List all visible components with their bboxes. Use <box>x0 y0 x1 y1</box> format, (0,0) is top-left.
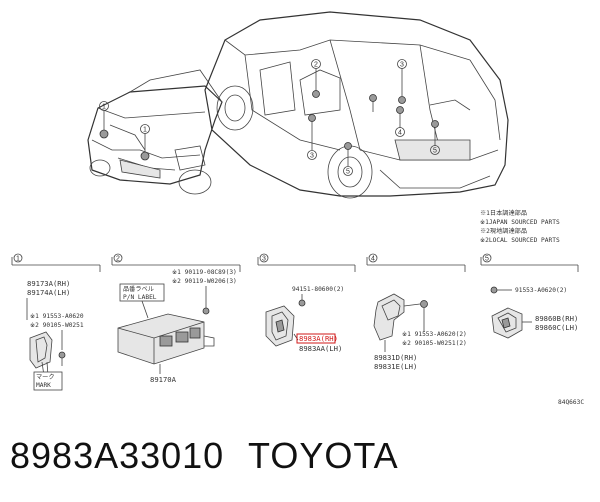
sensor-dot <box>140 151 150 161</box>
callout-number: 5 <box>346 169 350 176</box>
part-highlight-box <box>296 333 336 344</box>
sensor-dot <box>398 96 406 104</box>
callout-circle <box>307 150 317 160</box>
panel-number-circle <box>13 253 23 263</box>
mark-box <box>33 371 63 391</box>
bolt-number-local: ※2 90119-W0206(3) <box>172 278 237 285</box>
bolt-number-jp: ※1 90119-08C89(3) <box>172 269 237 276</box>
callout-number: 5 <box>433 148 437 155</box>
pn-label-jp: 品番ラベル <box>123 286 154 293</box>
sourced-parts-legend: ※1日本調達部品 ※1JAPAN SOURCED PARTS ※2現地調達部品 … <box>480 209 560 244</box>
figure-code: 84Q663C <box>558 399 584 406</box>
part-number: 89174A(LH) <box>27 288 70 297</box>
callout-number: 3 <box>400 62 404 69</box>
vehicle-illustration: 1 1 2 3 3 4 <box>87 11 509 199</box>
panel-number: 1 <box>16 256 20 263</box>
panel-number: 5 <box>485 256 489 263</box>
callout-circle <box>343 166 353 176</box>
part-number: 89173A(RH) <box>27 279 70 288</box>
callout-number: 1 <box>143 127 147 134</box>
sensor-dot <box>312 90 320 98</box>
bolt-number: 91553-A0620(2) <box>515 287 567 294</box>
mark-label-en: MARK <box>36 382 51 389</box>
legend-line-jp2: ※2現地調達部品 <box>480 227 527 235</box>
callout-number: 1 <box>102 104 106 111</box>
panel-number-circle <box>259 253 269 263</box>
legend-line-en2: ※2LOCAL SOURCED PARTS <box>480 237 560 244</box>
panel-number: 4 <box>371 256 375 263</box>
part-number: 89831E(LH) <box>374 362 417 371</box>
bolt-drawing <box>202 307 210 315</box>
bolt-number-jp: ※1 91553-A0620(2) <box>402 331 467 338</box>
sensor-dot <box>308 114 316 122</box>
callout-circle <box>140 124 150 134</box>
sensor-dot <box>369 94 377 102</box>
part-number-highlighted: 8983A(RH) <box>299 334 338 343</box>
legend-line-en1: ※1JAPAN SOURCED PARTS <box>480 219 560 226</box>
rear-sensor-drawing <box>373 293 428 341</box>
front-impact-sensor-drawing <box>29 331 66 377</box>
panel-4: 4 ※1 91553-A0620(2) ※2 90105-W0251(2) 89… <box>366 253 467 371</box>
part-number: 8983AA(LH) <box>299 344 342 353</box>
rear-car-outline <box>204 11 509 199</box>
legend-line-jp1: ※1日本調達部品 <box>480 209 527 217</box>
bolt-number-local: ※2 90105-W0251(2) <box>402 340 467 347</box>
mark-label-jp: マーク <box>36 374 55 381</box>
callout-number: 2 <box>314 62 318 69</box>
pn-label-en: P/N LABEL <box>123 294 157 301</box>
sensor-dot <box>431 120 439 128</box>
panel-2: 2 ※1 90119-08C89(3) ※2 90119-W0206(3) 品番… <box>111 253 241 384</box>
callout-number: 3 <box>310 153 314 160</box>
sensor-dot <box>344 142 352 150</box>
front-car-outline <box>87 69 223 195</box>
panel-1: 1 89173A(RH) 89174A(LH) ※1 91553-A0620 ※… <box>11 253 101 391</box>
footer-part-number: 8983A33010 <box>10 435 224 476</box>
part-number: 89831D(RH) <box>374 353 417 362</box>
airbag-ecu-drawing <box>117 313 215 365</box>
callout-circle <box>430 145 440 155</box>
bolt-number-jp: ※1 91553-A0620 <box>30 313 84 320</box>
callout-circle <box>397 59 407 69</box>
part-number: 89860B(RH) <box>535 314 578 323</box>
callout-circle <box>395 127 405 137</box>
side-sensor-drawing <box>265 305 295 347</box>
door-sensor-drawing <box>491 307 523 339</box>
panel-5: 5 91553-A0620(2) 89860B(RH) 89860C(LH) <box>480 253 579 339</box>
callout-circle <box>99 101 109 111</box>
bolt-number-local: ※2 90105-W0251 <box>30 322 84 329</box>
panel-number-circle <box>113 253 123 263</box>
sensor-dot <box>396 106 404 114</box>
nut-number: 94151-80600(2) <box>292 286 344 293</box>
footer: 8983A33010 TOYOTA <box>10 435 399 476</box>
callout-markers: 1 1 2 3 3 4 <box>99 59 440 176</box>
nut-drawing <box>298 299 306 307</box>
bolt-drawing <box>490 286 498 294</box>
panel-number-circle <box>482 253 492 263</box>
part-number: 89860C(LH) <box>535 323 578 332</box>
callout-circle <box>311 59 321 69</box>
sensor-dot <box>99 129 109 139</box>
panel-number-circle <box>368 253 378 263</box>
callout-number: 4 <box>398 130 402 137</box>
panel-number: 3 <box>262 256 266 263</box>
panel-3: 3 94151-80600(2) 8983A(RH) 8983AA(LH) <box>257 253 356 353</box>
panel-number: 2 <box>116 256 120 263</box>
part-number: 89170A <box>150 375 177 384</box>
footer-brand: TOYOTA <box>248 435 399 476</box>
